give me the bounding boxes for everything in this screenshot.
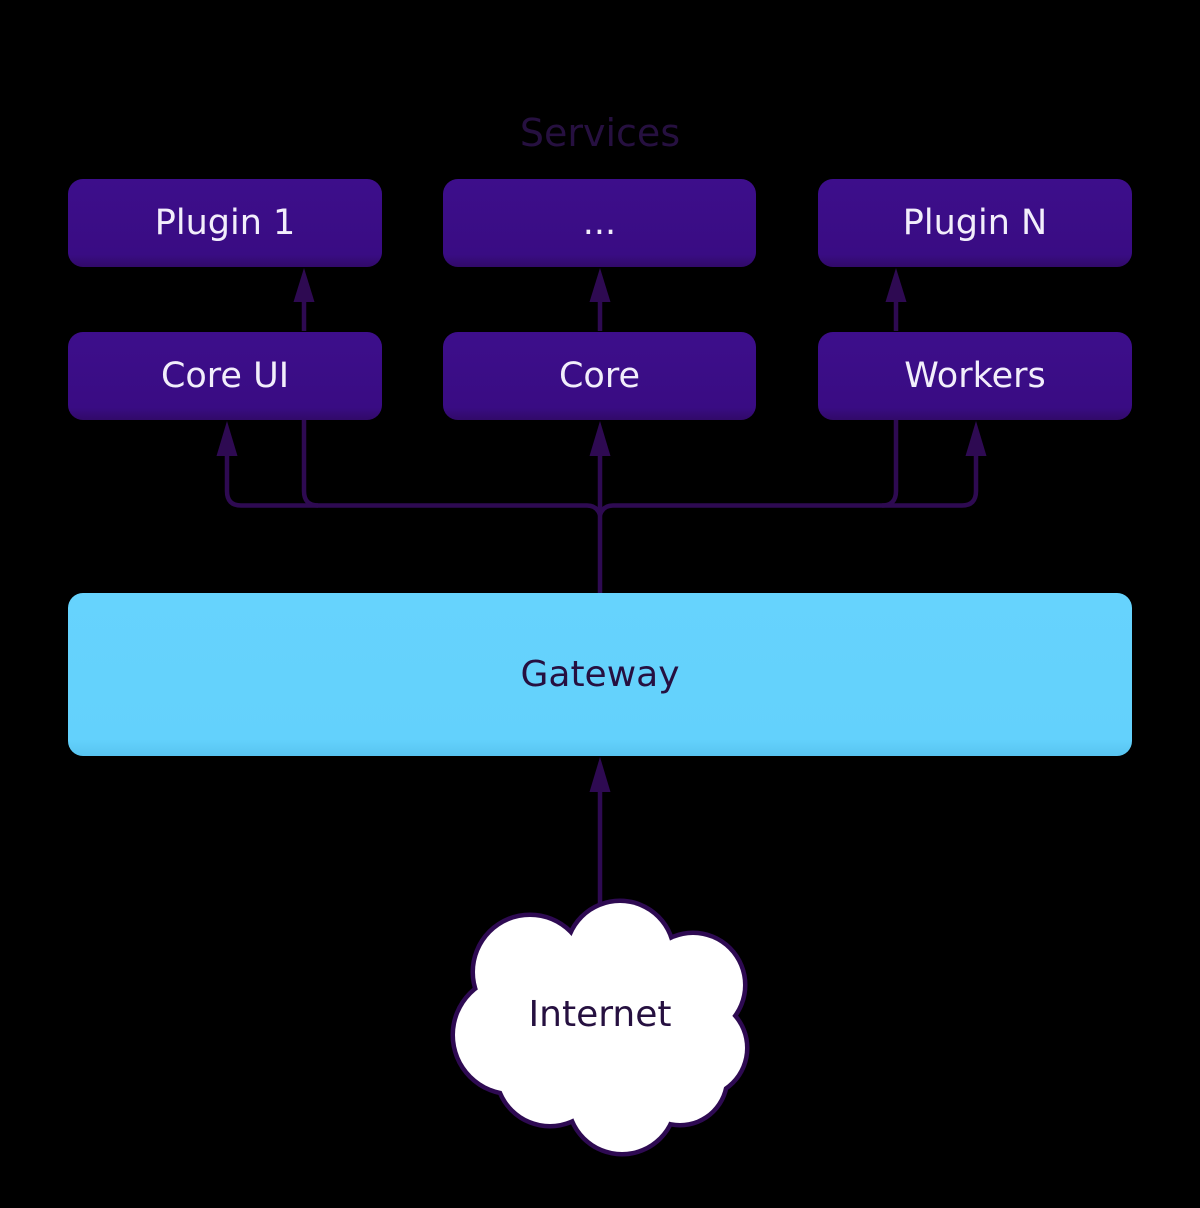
node-workers-label: Workers — [904, 356, 1046, 396]
node-plugin-n: Plugin N — [818, 179, 1132, 267]
arrowhead-pluginn — [885, 268, 907, 302]
arrowhead-core — [589, 421, 611, 456]
arrowhead-coreui — [216, 421, 238, 456]
arrowhead-gateway — [589, 757, 611, 792]
arrowhead-plugin1 — [293, 268, 315, 302]
node-internet-label: Internet — [528, 994, 672, 1035]
edge-gateway-coreui — [224, 454, 242, 508]
node-plugin-1: Plugin 1 — [68, 179, 382, 267]
cloud-icon — [450, 898, 750, 1157]
arrowhead-workers — [965, 421, 987, 456]
node-plugin-more: ... — [443, 179, 756, 267]
node-core-ui-label: Core UI — [160, 356, 290, 396]
node-core-label: Core — [558, 356, 640, 396]
edge-gateway-workers — [961, 454, 979, 508]
node-gateway: Gateway — [68, 593, 1132, 756]
services-title: Services — [519, 111, 681, 155]
connector-coreui-bus — [301, 420, 319, 508]
arrowhead-dots — [589, 268, 611, 302]
node-core-ui: Core UI — [68, 332, 382, 420]
node-workers: Workers — [818, 332, 1132, 420]
node-plugin-more-label: ... — [582, 203, 617, 243]
node-plugin-n-label: Plugin N — [902, 203, 1048, 243]
node-core: Core — [443, 332, 756, 420]
node-gateway-label: Gateway — [520, 654, 680, 695]
node-plugin-1-label: Plugin 1 — [154, 203, 296, 243]
connector-workers-bus — [881, 420, 899, 508]
